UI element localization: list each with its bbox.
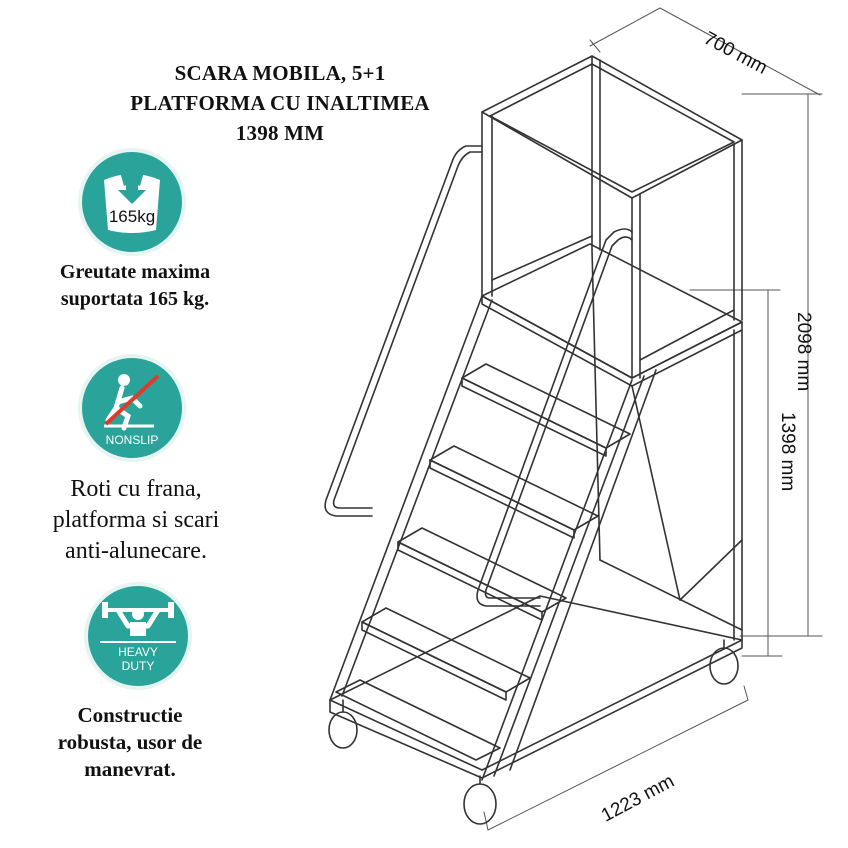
heavy-duty-caption-line-1: Constructie	[77, 703, 183, 727]
base-frame	[329, 249, 743, 779]
heavy-duty-label-1: HEAVY	[118, 645, 158, 659]
platform-height-dimension-label: 1398 mm	[777, 412, 798, 492]
nonslip-caption-line-2: platforma si scari	[52, 507, 220, 533]
wheels	[328, 639, 739, 825]
wheel-front-right	[463, 783, 497, 825]
nonslip-icon: NONSLIP	[104, 374, 160, 447]
dimension-lines	[483, 7, 823, 831]
title-line-3: 1398 MM	[235, 121, 325, 145]
weight-caption: Greutate maxima suportata 165 kg.	[20, 259, 250, 313]
page-title: SCARA MOBILA, 5+1 PLATFORMA CU INALTIMEA…	[70, 58, 490, 148]
front-handrail	[476, 228, 633, 607]
weight-caption-line-1: Greutate maxima	[59, 261, 211, 283]
platform-cage	[481, 55, 743, 387]
heavy-duty-label-2: DUTY	[122, 659, 155, 673]
weight-limit-icon: 165kg	[104, 169, 160, 233]
heavy-duty-badge: HEAVY DUTY	[88, 586, 188, 686]
ladder-steps	[335, 363, 631, 761]
weight-caption-line-2: suportata 165 kg.	[60, 288, 210, 310]
wheel-rear-right	[709, 647, 739, 685]
heavy-duty-icon: HEAVY DUTY	[100, 602, 176, 673]
title-line-1: SCARA MOBILA, 5+1	[174, 61, 386, 85]
nonslip-badge-label: NONSLIP	[106, 433, 159, 447]
total-height-dimension-label: 2098 mm	[793, 312, 814, 392]
heavy-duty-caption: Constructie robusta, usor de manevrat.	[25, 702, 235, 783]
left-handrail	[324, 145, 483, 517]
title-line-2: PLATFORMA CU INALTIMEA	[130, 91, 430, 115]
ladder-stringers	[329, 295, 657, 781]
nonslip-badge: NONSLIP	[82, 358, 182, 458]
nonslip-caption: Roti cu frana, platforma si scari anti-a…	[12, 474, 260, 567]
weight-badge-label: 165kg	[109, 207, 155, 226]
nonslip-caption-line-3: anti-alunecare.	[65, 538, 207, 564]
nonslip-caption-line-1: Roti cu frana,	[70, 476, 202, 502]
heavy-duty-caption-line-3: manevrat.	[84, 757, 176, 781]
heavy-duty-caption-line-2: robusta, usor de	[57, 730, 203, 754]
weight-badge: 165kg	[82, 152, 182, 252]
